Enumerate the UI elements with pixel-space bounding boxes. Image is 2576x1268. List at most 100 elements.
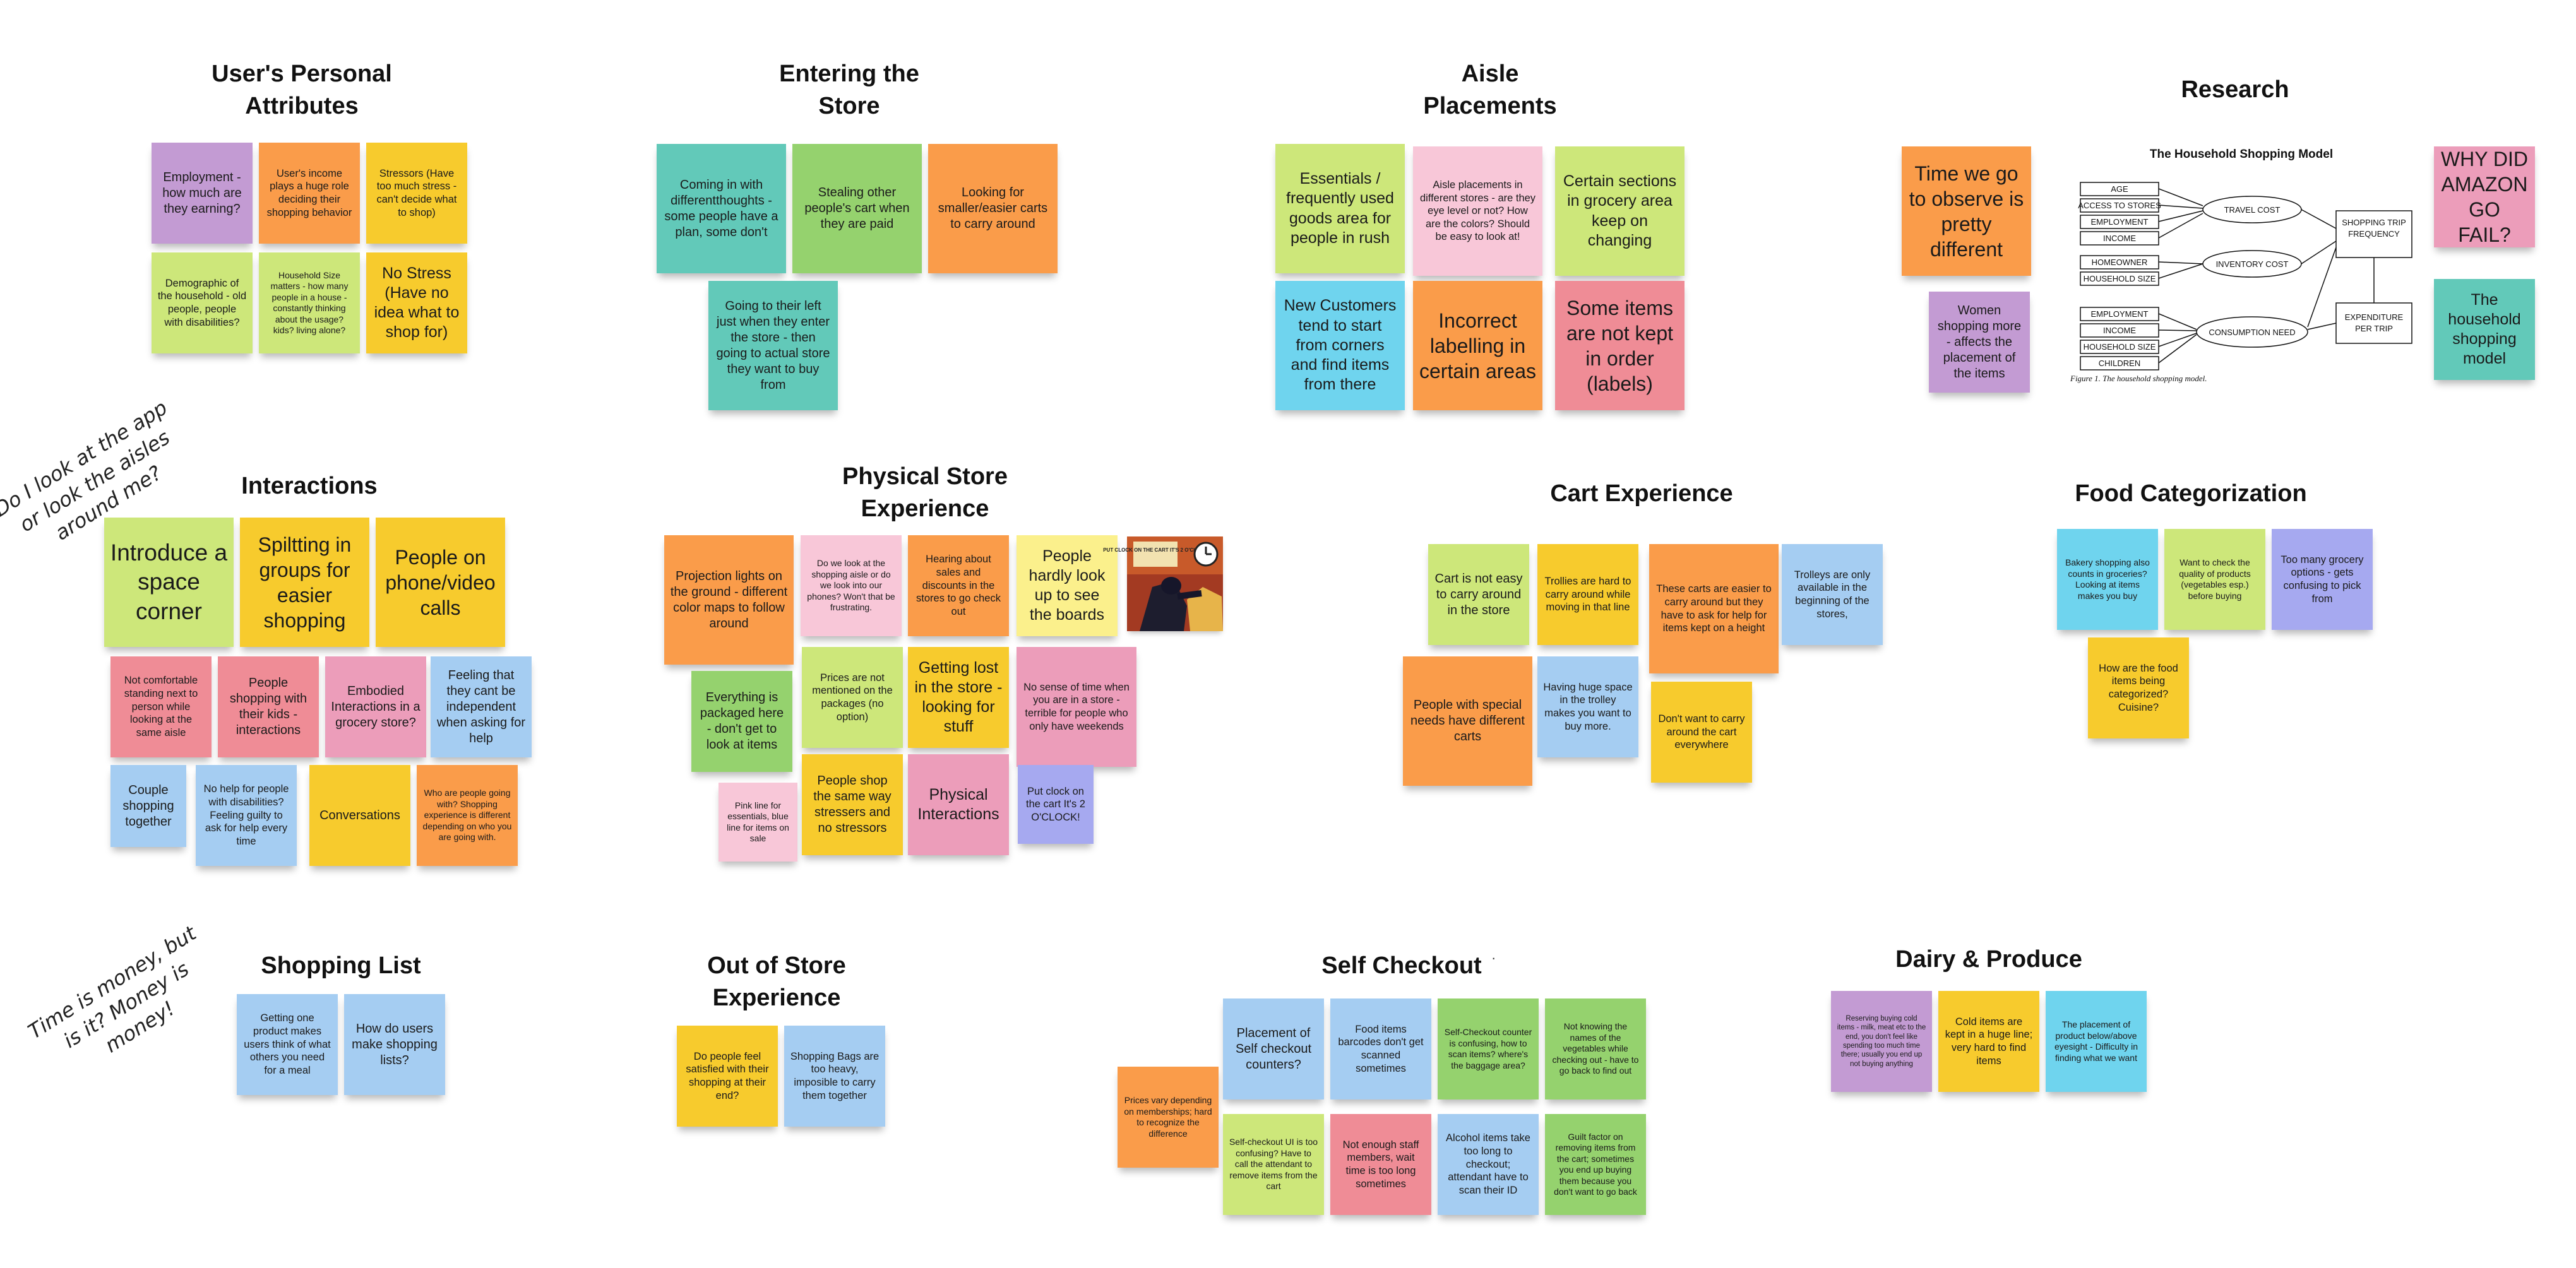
meme-caption: PUT CLOCK ON THE CART IT'S 2 O'CLOCK: [1103, 547, 1208, 553]
title-entering-store: Entering the Store: [779, 61, 919, 120]
model-input-label: EMPLOYMENT: [2090, 309, 2148, 319]
sticky-note[interactable]: New Customers tend to start from corners…: [1275, 281, 1405, 410]
sticky-note[interactable]: Aisle placements in different stores - a…: [1413, 146, 1542, 276]
sticky-note[interactable]: These carts are easier to carry around b…: [1649, 544, 1779, 673]
sticky-note[interactable]: WHY DID AMAZON GO FAIL?: [2434, 146, 2535, 247]
sticky-note[interactable]: Placement of Self checkout counters?: [1223, 998, 1324, 1099]
sticky-note[interactable]: How do users make shopping lists?: [344, 994, 445, 1095]
model-input-label: HOUSEHOLD SIZE: [2084, 342, 2156, 352]
title-personal-attributes: User's Personal Attributes: [212, 61, 392, 120]
batman-slap-meme-image[interactable]: PUT CLOCK ON THE CART IT'S 2 O'CLOCK: [1103, 536, 1223, 631]
household-shopping-model-diagram[interactable]: The Household Shopping Model: [2055, 140, 2428, 393]
sticky-note[interactable]: Cold items are kept in a huge line; very…: [1938, 991, 2039, 1092]
sticky-note[interactable]: Not knowing the names of the vegetables …: [1545, 998, 1646, 1099]
sticky-note[interactable]: Want to check the quality of products (v…: [2164, 529, 2265, 630]
sticky-note[interactable]: Stressors (Have too much stress - can't …: [366, 143, 467, 244]
title-research: Research: [2181, 76, 2289, 103]
sticky-note[interactable]: Certain sections in grocery area keep on…: [1555, 146, 1685, 276]
sticky-note[interactable]: No sense of time when you are in a store…: [1017, 647, 1136, 767]
sticky-note[interactable]: Food items barcodes don't get scanned so…: [1330, 998, 1431, 1099]
sticky-note[interactable]: User's income plays a huge role deciding…: [259, 143, 360, 244]
title-physical-store: Physical Store Experience: [842, 463, 1008, 523]
sticky-note[interactable]: Time we go to observe is pretty differen…: [1902, 146, 2031, 276]
model-oval-label: CONSUMPTION NEED: [2209, 328, 2295, 337]
model-output-label: EXPENDITURE PER TRIP: [2344, 312, 2404, 333]
sticky-note[interactable]: People on phone/video calls: [376, 518, 505, 647]
sticky-note[interactable]: Conversations: [309, 765, 410, 866]
sticky-note[interactable]: Incorrect labelling in certain areas: [1413, 281, 1542, 410]
sticky-note[interactable]: Stealing other people's cart when they a…: [792, 144, 922, 273]
sticky-note[interactable]: Self-checkout UI is too confusing? Have …: [1223, 1114, 1324, 1215]
sticky-note[interactable]: People shopping with their kids - intera…: [218, 656, 319, 757]
sticky-note[interactable]: Everything is packaged here - don't get …: [691, 671, 792, 772]
title-dairy-produce: Dairy & Produce: [1895, 946, 2082, 973]
sticky-note[interactable]: Bakery shopping also counts in groceries…: [2057, 529, 2158, 630]
sticky-note[interactable]: People with special needs have different…: [1403, 656, 1532, 786]
title-self-checkout: Self Checkout: [1321, 952, 1482, 979]
sticky-note[interactable]: Couple shopping together: [110, 765, 186, 847]
sticky-note[interactable]: Self-Checkout counter is confusing, how …: [1438, 998, 1539, 1099]
sticky-note[interactable]: Shopping Bags are too heavy, imposible t…: [784, 1026, 885, 1127]
sticky-note[interactable]: Prices are not mentioned on the packages…: [802, 647, 903, 748]
sticky-note[interactable]: Hearing about sales and discounts in the…: [908, 535, 1009, 636]
sticky-note[interactable]: Spiltting in groups for easier shopping: [240, 518, 369, 647]
sticky-note[interactable]: No Stress (Have no idea what to shop for…: [366, 252, 467, 353]
sticky-note[interactable]: Having huge space in the trolley makes y…: [1537, 656, 1638, 757]
sticky-note[interactable]: The placement of product below/above eye…: [2046, 991, 2147, 1092]
sticky-note[interactable]: Prices vary depending on memberships; ha…: [1118, 1067, 1219, 1168]
model-input-label: INCOME: [2103, 234, 2136, 243]
sticky-note[interactable]: Getting lost in the store - looking for …: [908, 647, 1009, 748]
sticky-note[interactable]: Alcohol items take too long to checkout;…: [1438, 1114, 1539, 1215]
stray-mark: ·: [1491, 950, 1496, 966]
sticky-note[interactable]: Employment - how much are they earning?: [152, 143, 253, 244]
model-output-label: SHOPPING TRIP FREQUENCY: [2342, 218, 2406, 239]
sticky-note[interactable]: Demographic of the household - old peopl…: [152, 252, 253, 353]
model-input-label: INCOME: [2103, 326, 2136, 335]
meme-illustration: PUT CLOCK ON THE CART IT'S 2 O'CLOCK: [1103, 536, 1223, 631]
sticky-note[interactable]: Embodied Interactions in a grocery store…: [325, 656, 426, 757]
diagram-title: The Household Shopping Model: [2149, 148, 2334, 161]
sticky-note[interactable]: Going to their left just when they enter…: [708, 281, 838, 410]
model-input-label: HOMEOWNER: [2092, 258, 2148, 267]
sticky-note[interactable]: Getting one product makes users think of…: [237, 994, 338, 1095]
sticky-note[interactable]: People shop the same way stressers and n…: [802, 754, 903, 855]
sticky-note[interactable]: Not comfortable standing next to person …: [110, 656, 212, 757]
sticky-note[interactable]: Trollies are hard to carry around while …: [1537, 544, 1638, 645]
sticky-note[interactable]: Reserving buying cold items - milk, meat…: [1831, 991, 1932, 1092]
sticky-note[interactable]: How are the food items being categorized…: [2088, 637, 2189, 738]
title-food-categorization: Food Categorization: [2075, 480, 2307, 507]
sticky-note[interactable]: Coming in with differentthoughts - some …: [657, 144, 786, 273]
sticky-note[interactable]: Guilt factor on removing items from the …: [1545, 1114, 1646, 1215]
model-oval-label: INVENTORY COST: [2216, 259, 2289, 269]
title-cart-experience: Cart Experience: [1550, 480, 1733, 507]
sticky-note[interactable]: Household Size matters - how many people…: [259, 252, 360, 353]
sticky-note[interactable]: Do we look at the shopping aisle or do w…: [801, 535, 902, 636]
sticky-note[interactable]: People hardly look up to see the boards: [1017, 535, 1118, 636]
sticky-note[interactable]: Who are people going with? Shopping expe…: [417, 765, 518, 866]
sticky-note[interactable]: Don't want to carry around the cart ever…: [1651, 682, 1752, 783]
sticky-note[interactable]: Put clock on the cart It's 2 O'CLOCK!: [1018, 765, 1094, 844]
sticky-note[interactable]: Feeling that they cant be independent wh…: [431, 656, 532, 757]
sticky-note[interactable]: Women shopping more - affects the placem…: [1929, 292, 2030, 393]
sticky-note[interactable]: The household shopping model: [2434, 279, 2535, 380]
sticky-note[interactable]: Physical Interactions: [908, 754, 1009, 855]
sticky-note[interactable]: No help for people with disabilities? Fe…: [196, 765, 297, 866]
model-oval-label: TRAVEL COST: [2224, 205, 2281, 215]
sticky-note[interactable]: Pink line for essentials, blue line for …: [719, 783, 797, 862]
sticky-note[interactable]: Essentials / frequently used goods area …: [1275, 144, 1405, 273]
model-input-label: CHILDREN: [2099, 358, 2140, 368]
model-input-label: HOUSEHOLD SIZE: [2084, 274, 2156, 283]
sticky-note[interactable]: Some items are not kept in order (labels…: [1555, 281, 1685, 410]
diagram-caption: Figure 1. The household shopping model.: [2070, 374, 2207, 383]
title-aisle-placements: Aisle Placements: [1423, 61, 1557, 120]
sticky-note[interactable]: Trolleys are only available in the begin…: [1782, 544, 1883, 645]
sticky-note[interactable]: Too many grocery options - gets confusin…: [2272, 529, 2373, 630]
sticky-note[interactable]: Cart is not easy to carry around in the …: [1428, 544, 1529, 645]
sticky-note[interactable]: Do people feel satisfied with their shop…: [677, 1026, 778, 1127]
sticky-note[interactable]: Introduce a space corner: [104, 518, 234, 647]
model-input-label: ACCESS TO STORES: [2078, 201, 2161, 210]
sticky-note[interactable]: Not enough staff members, wait time is t…: [1330, 1114, 1431, 1215]
sticky-note[interactable]: Projection lights on the ground - differ…: [664, 535, 794, 665]
sticky-note[interactable]: Looking for smaller/easier carts to carr…: [928, 144, 1058, 273]
